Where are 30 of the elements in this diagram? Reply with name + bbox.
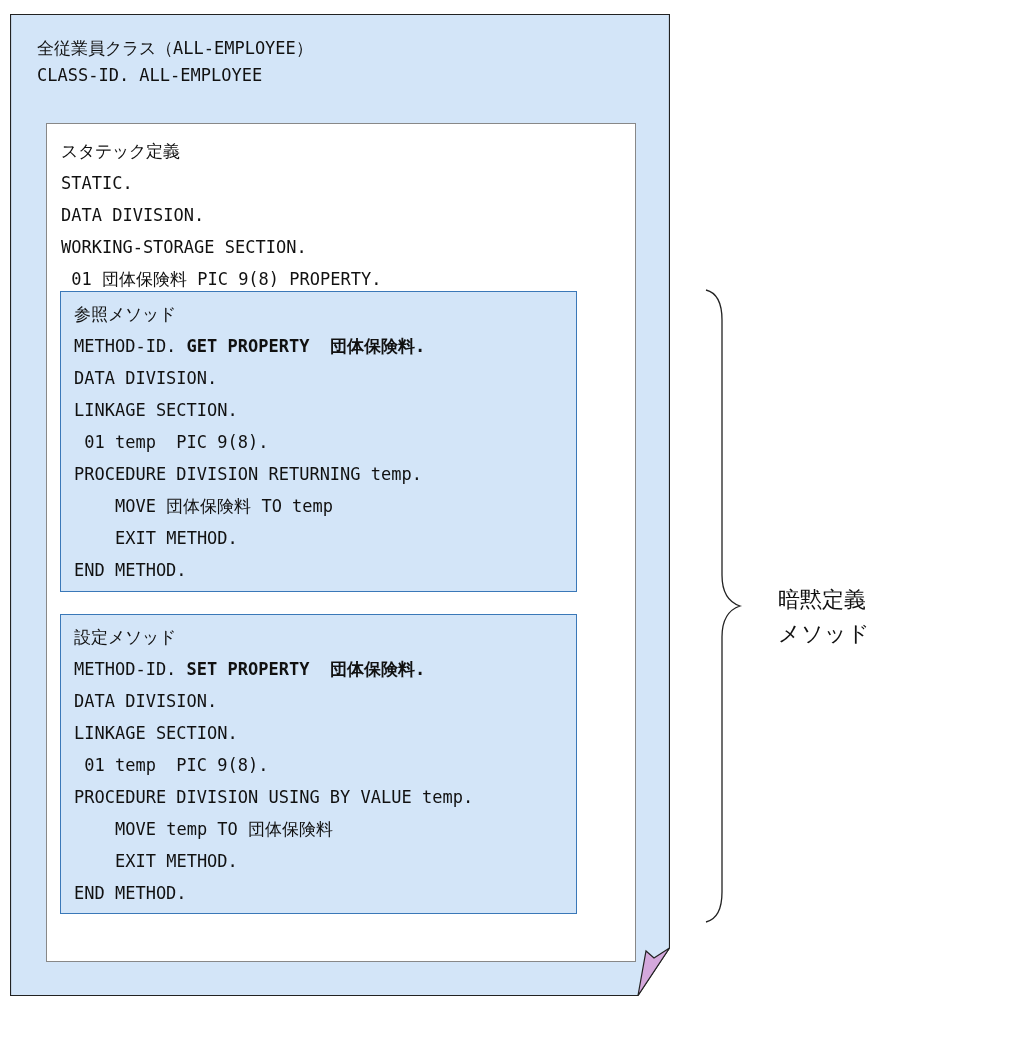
section-heading: スタテック定義 <box>61 140 180 162</box>
class-card <box>10 14 670 996</box>
code-line: EXIT METHOD. <box>115 527 238 549</box>
code-line: 01 temp PIC 9(8). <box>84 754 269 776</box>
code-line: STATIC. <box>61 172 133 194</box>
code-line: MOVE temp TO 団体保険料 <box>115 818 334 840</box>
code-line: WORKING-STORAGE SECTION. <box>61 236 307 258</box>
code-line: EXIT METHOD. <box>115 850 238 872</box>
code-line: METHOD-ID. GET PROPERTY 団体保険料. <box>74 335 426 357</box>
code-line: MOVE 団体保険料 TO temp <box>115 495 334 517</box>
code-line: PROCEDURE DIVISION RETURNING temp. <box>74 463 422 485</box>
code-line: END METHOD. <box>74 559 187 581</box>
code-line: LINKAGE SECTION. <box>74 399 238 421</box>
code-line: CLASS-ID. ALL-EMPLOYEE <box>37 64 263 86</box>
brace-label: 暗黙定義メソッド <box>778 586 871 648</box>
static-section-panel <box>46 123 636 962</box>
section-heading: 設定メソッド <box>74 626 176 648</box>
section-heading: 全従業員クラス（ALL-EMPLOYEE） <box>37 37 313 59</box>
code-line: 01 団体保険料 PIC 9(8) PROPERTY. <box>71 268 382 290</box>
section-heading: 参照メソッド <box>74 303 176 325</box>
code-line: PROCEDURE DIVISION USING BY VALUE temp. <box>74 786 474 808</box>
method-panel <box>60 614 577 914</box>
code-line: DATA DIVISION. <box>74 367 218 389</box>
code-line: DATA DIVISION. <box>74 690 218 712</box>
method-panel <box>60 291 577 592</box>
code-line: DATA DIVISION. <box>61 204 205 226</box>
code-line: LINKAGE SECTION. <box>74 722 238 744</box>
code-line: 01 temp PIC 9(8). <box>84 431 269 453</box>
code-line: METHOD-ID. SET PROPERTY 団体保険料. <box>74 658 426 680</box>
code-line: END METHOD. <box>74 882 187 904</box>
